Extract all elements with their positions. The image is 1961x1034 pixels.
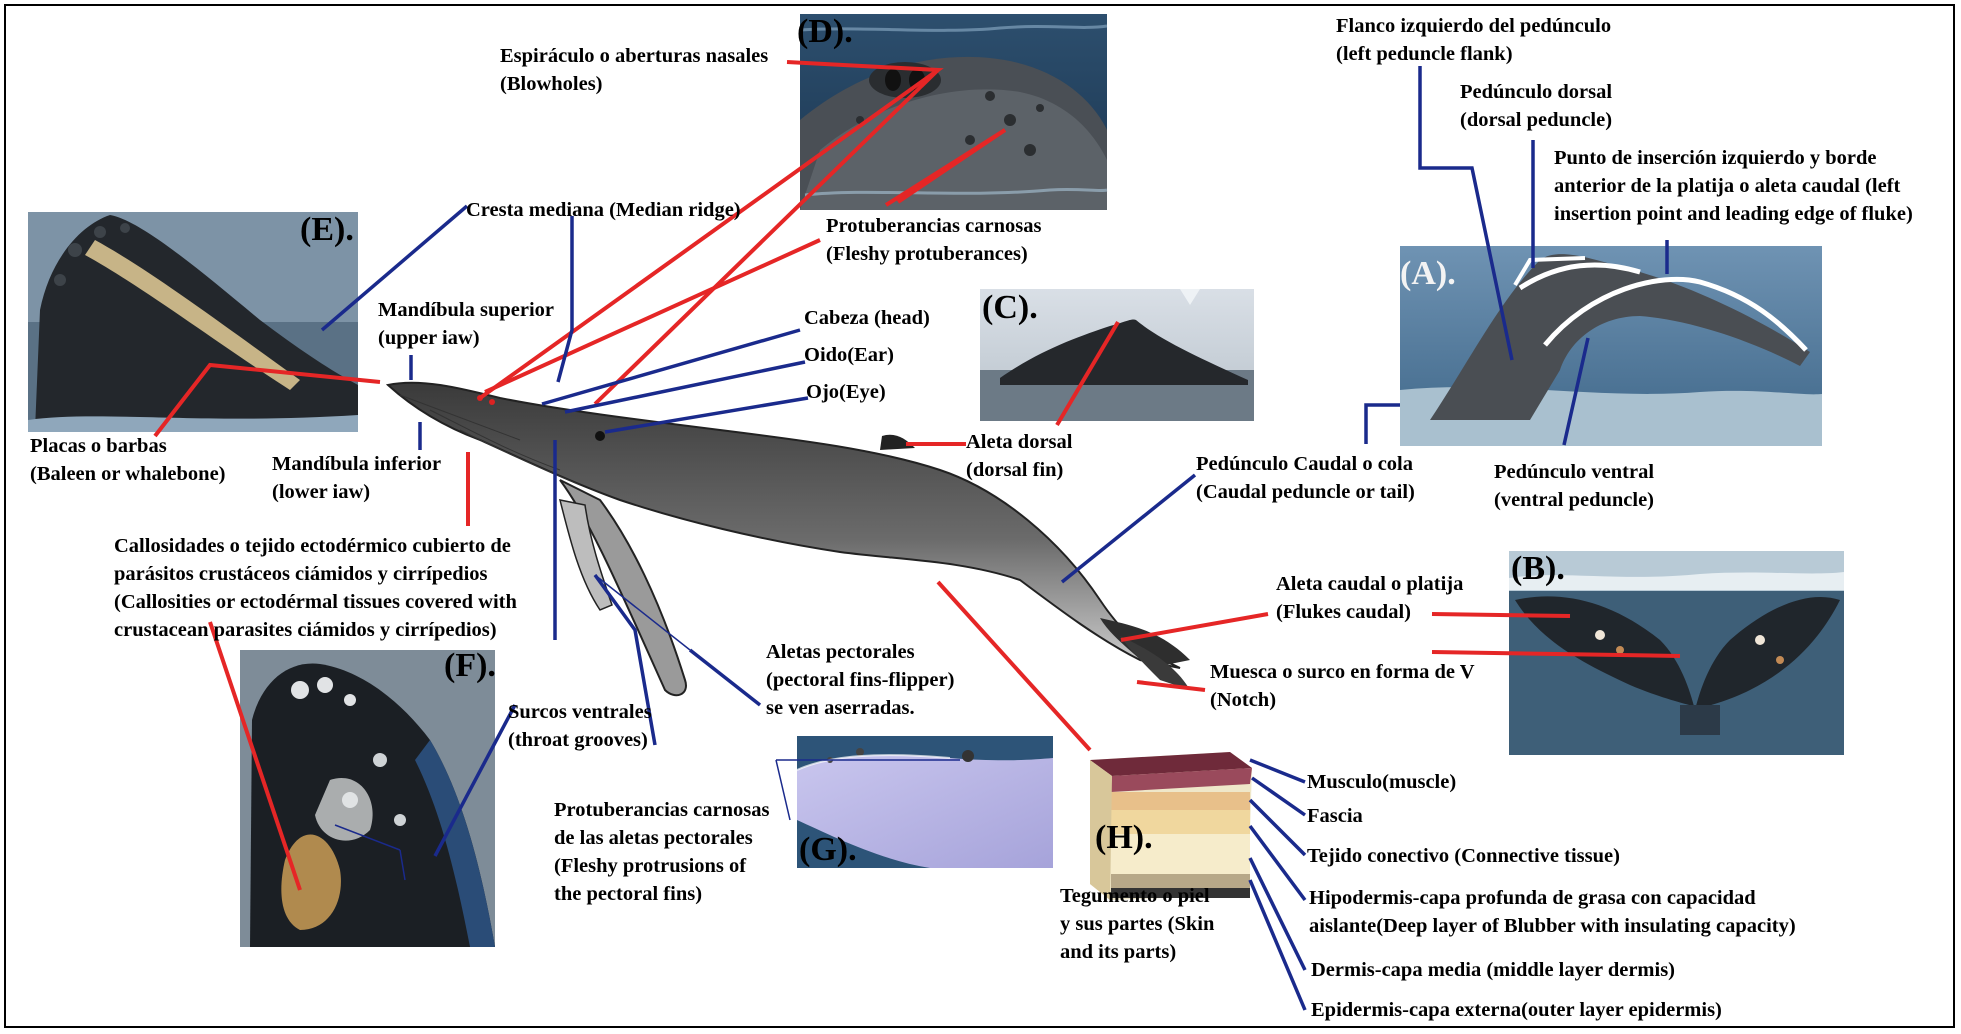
photo-f-letter: (F). (444, 648, 496, 684)
photo-b-letter: (B). (1511, 551, 1565, 587)
label-muscle: Musculo(muscle) (1307, 768, 1456, 796)
photo-g-letter: (G). (799, 832, 857, 868)
photo-h-letter: (H). (1095, 820, 1153, 856)
label-fascia: Fascia (1307, 802, 1363, 830)
label-upper-jaw: Mandíbula superior (upper iaw) (378, 296, 554, 352)
photo-c-letter: (C). (982, 290, 1038, 326)
label-dermis: Dermis-capa media (middle layer dermis) (1311, 956, 1675, 984)
label-dorsal-peduncle: Pedúnculo dorsal (dorsal peduncle) (1460, 78, 1612, 134)
label-caudal-peduncle: Pedúnculo Caudal o cola (Caudal peduncle… (1196, 450, 1415, 506)
label-median-ridge: Cresta mediana (Median ridge) (466, 196, 741, 224)
label-insertion-point: Punto de inserción izquierdo y borde ant… (1554, 144, 1913, 228)
label-ear: Oido(Ear) (804, 341, 894, 369)
label-pectoral-fins: Aletas pectorales (pectoral fins-flipper… (766, 638, 954, 722)
photo-f-callosities (240, 650, 495, 947)
label-left-peduncle-flank: Flanco izquierdo del pedúnculo (left ped… (1336, 12, 1611, 68)
photo-a-peduncle (1400, 246, 1822, 446)
label-dorsal-fin: Aleta dorsal (dorsal fin) (966, 428, 1072, 484)
label-head: Cabeza (head) (804, 304, 930, 332)
label-notch: Muesca o surco en forma de V (Notch) (1210, 658, 1475, 714)
label-flukes: Aleta caudal o platija (Flukes caudal) (1276, 570, 1463, 626)
photo-e-letter: (E). (300, 212, 354, 248)
label-pectoral-protrusions: Protuberancias carnosas de las aletas pe… (554, 796, 769, 908)
photo-d-letter: (D). (797, 14, 853, 50)
label-skin: Tegumento o piel y sus partes (Skin and … (1060, 882, 1214, 966)
label-callosities: Callosidades o tejido ectodérmico cubier… (114, 532, 517, 644)
label-throat-grooves: Surcos ventrales (throat grooves) (508, 698, 652, 754)
label-baleen: Placas o barbas (Baleen or whalebone) (30, 432, 226, 488)
label-epidermis: Epidermis-capa externa(outer layer epide… (1311, 996, 1722, 1024)
label-hypodermis: Hipodermis-capa profunda de grasa con ca… (1309, 884, 1796, 940)
label-connective: Tejido conectivo (Connective tissue) (1307, 842, 1620, 870)
label-lower-jaw: Mandíbula inferior (lower iaw) (272, 450, 441, 506)
label-fleshy-protuberances: Protuberancias carnosas (Fleshy protuber… (826, 212, 1041, 268)
label-eye: Ojo(Eye) (806, 378, 886, 406)
label-blowholes: Espiráculo o aberturas nasales (Blowhole… (500, 42, 768, 98)
label-ventral-peduncle: Pedúnculo ventral (ventral peduncle) (1494, 458, 1654, 514)
photo-a-letter: (A). (1400, 256, 1456, 292)
